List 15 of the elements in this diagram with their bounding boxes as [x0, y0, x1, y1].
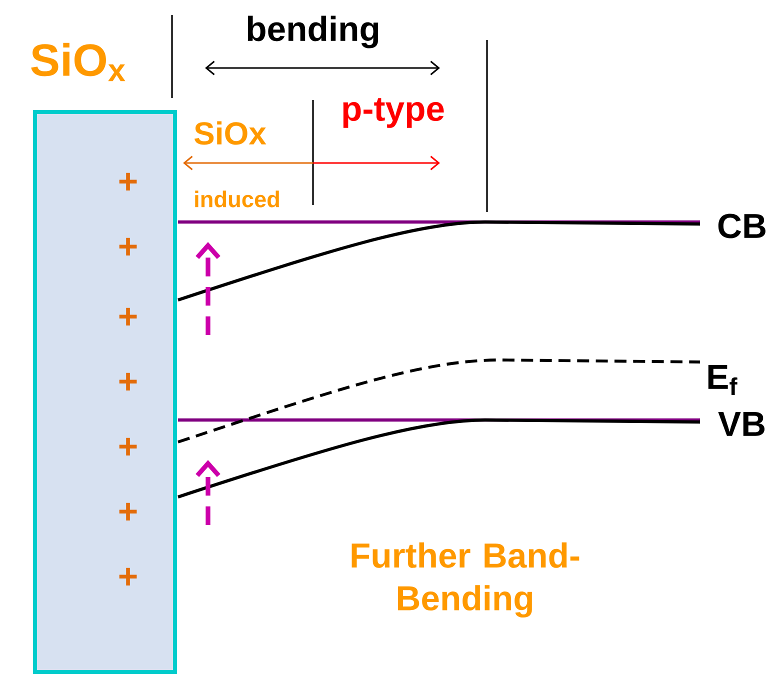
band-label: VB: [718, 412, 764, 436]
dimension-label: bending: [248, 16, 378, 48]
charge-sign: +: [119, 568, 137, 586]
band-label: CB: [718, 214, 766, 238]
charge-sign: +: [119, 502, 137, 520]
charge-sign: +: [119, 438, 137, 456]
box-heading: SiO$_{x}$: [31, 42, 126, 82]
region-label: p-type: [343, 98, 444, 128]
band-label: E$_{f}$: [708, 364, 738, 395]
charge-sign: +: [119, 238, 137, 256]
charge-sign: +: [119, 372, 137, 390]
charge-sign: +: [119, 308, 137, 326]
oxide-box: [33, 110, 177, 674]
charge-sign: +: [119, 172, 137, 190]
caption-text: Further Band-Bending: [352, 542, 580, 618]
